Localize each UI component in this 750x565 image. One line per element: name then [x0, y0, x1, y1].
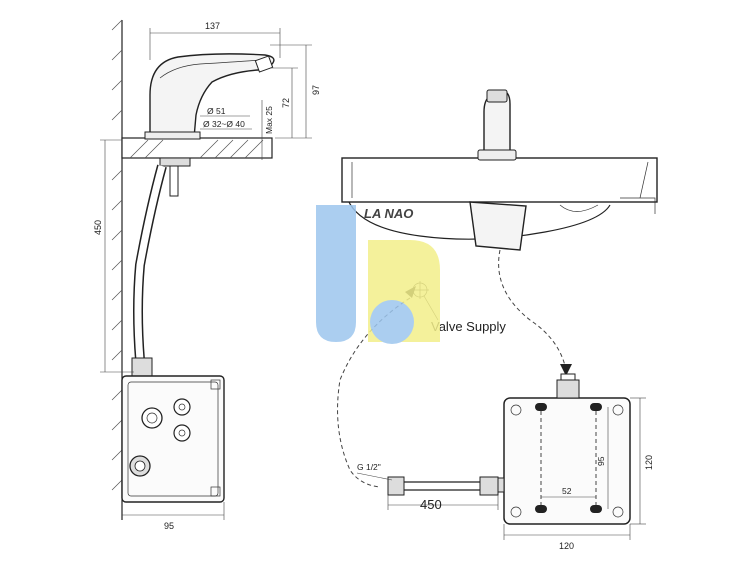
screw-tr	[612, 404, 624, 416]
counter-hatch	[129, 139, 264, 159]
box-corner-bl	[210, 486, 221, 497]
valve-box	[503, 397, 631, 525]
wall-hatch	[111, 19, 123, 491]
faucet-front-spout	[486, 89, 508, 103]
box-corner-tl	[210, 379, 221, 390]
counter-slab	[121, 137, 273, 159]
slot-bl	[535, 505, 547, 513]
counter-lip	[620, 197, 656, 214]
dim-120-height: 120	[644, 455, 654, 470]
dim-dia-range: Ø 32~Ø 40	[203, 119, 245, 129]
dim-inner-52: 52	[562, 486, 572, 496]
slot-br	[590, 505, 602, 513]
dim-95-box: 95	[164, 521, 174, 531]
arrow-down-right	[560, 364, 572, 376]
valve-knob-top-inner	[178, 403, 186, 411]
drain-body	[469, 201, 527, 251]
dim-max-25: Max 25	[264, 106, 274, 134]
dim-450-bottom: 450	[420, 497, 442, 512]
dim-thread: G 1/2"	[357, 462, 381, 472]
valve-knob-top	[173, 398, 191, 416]
box-inlet-side	[497, 477, 505, 493]
faucet-base	[144, 131, 201, 140]
dim-72: 72	[281, 98, 291, 108]
counter-edge-right	[639, 161, 649, 199]
counter-front	[341, 157, 658, 203]
screw-tl	[510, 404, 522, 416]
control-box-panel	[127, 381, 219, 497]
side-elevation: 137 97 72 Max 25 Ø 51 Ø 32~Ø 40 450 95	[93, 19, 321, 531]
basin-drain-curve	[559, 204, 599, 212]
dim-450-vertical: 450	[93, 220, 103, 235]
inlet-fitting-bore	[134, 460, 146, 472]
faucet-front-base	[477, 149, 517, 161]
valve-knob-large	[141, 407, 163, 429]
threaded-shank	[169, 165, 179, 197]
box-plan: G 1/2" 450 95 52 120	[356, 373, 654, 551]
watermark-text: LA NAO	[364, 206, 413, 221]
leader-thread	[356, 472, 393, 481]
dashed-route-right	[498, 249, 567, 371]
watermark-blue-circle	[370, 300, 414, 344]
valve-knob-large-inner	[146, 412, 158, 424]
screw-br	[612, 506, 624, 518]
sensor-window	[254, 55, 274, 73]
hose-fitting-right	[479, 476, 499, 496]
hose-fitting-left	[387, 476, 405, 496]
faucet-highlight	[159, 59, 261, 79]
dim-inner-95: 95	[596, 456, 606, 466]
dim-137: 137	[205, 21, 220, 31]
valve-supply-label: Valve Supply	[431, 319, 506, 334]
valve-knob-bottom	[173, 424, 191, 442]
hose-inner	[134, 165, 166, 361]
valve-knob-bottom-inner	[178, 429, 186, 437]
control-box	[121, 375, 225, 503]
dim-dia-51: Ø 51	[207, 106, 226, 116]
mounting-nut	[159, 157, 191, 167]
dim-97: 97	[311, 85, 321, 95]
hose-connector	[131, 357, 153, 377]
screw-bl	[510, 506, 522, 518]
watermark-blue-bar	[316, 205, 356, 342]
watermark-logo: LA NAO	[316, 205, 440, 344]
slot-tl	[535, 403, 547, 411]
dim-120-width: 120	[559, 541, 574, 551]
slot-tr	[590, 403, 602, 411]
box-inlet-top	[556, 379, 580, 399]
faucet-body	[149, 53, 275, 139]
box-inlet-cap	[560, 373, 576, 381]
